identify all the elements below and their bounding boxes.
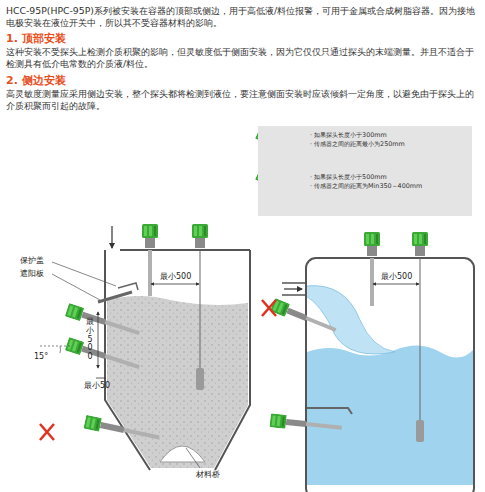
dimension: 最小500 bbox=[86, 318, 94, 362]
note-text: · 如果探头长度小于300mm bbox=[310, 132, 387, 140]
right-tank bbox=[262, 232, 474, 492]
section-heading: 1. 顶部安装 bbox=[6, 32, 66, 45]
note-text: · 传感器之间的距离为Min350～400mm bbox=[310, 183, 422, 191]
left-tank bbox=[40, 224, 250, 470]
angle: 15° bbox=[34, 352, 48, 362]
dimension: 最小500 bbox=[381, 272, 412, 282]
part-label: 保护盖 bbox=[20, 256, 44, 266]
part-label: 遮阳板 bbox=[20, 269, 44, 279]
info-panel: · 如果探头长度小于300mm· 传感器之间的距离最小为250mm · 如果探头长… bbox=[258, 126, 472, 216]
note-text: · 传感器之间的距离最小为250mm bbox=[310, 141, 405, 149]
part-label: 材料桥 bbox=[196, 470, 220, 480]
dimension: 最小500 bbox=[160, 272, 191, 282]
note-text: · 如果探头长度小于500mm bbox=[310, 174, 387, 182]
body-paragraph: 高灵敏度测量应采用侧边安装，整个探头都将检测到液位，要注意侧面安装时应该倾斜一定… bbox=[6, 88, 478, 112]
body-paragraph: HCC-95P(HPC-95P)系列被安装在容器的顶部或侧边，用于高低液/料位报… bbox=[6, 5, 478, 29]
section-heading: 2. 侧边安装 bbox=[6, 74, 66, 87]
body-paragraph: 这种安装不受探头上检测介质积聚的影响，但灵敏度低于侧面安装，因为它仅仅只通过探头… bbox=[6, 46, 478, 70]
dimension: 最小50 bbox=[84, 381, 110, 391]
